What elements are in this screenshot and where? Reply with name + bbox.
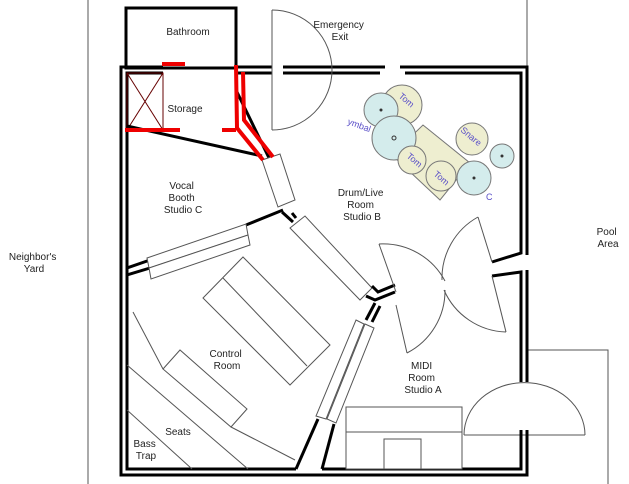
tom-3 <box>425 160 457 192</box>
drum-room-label: Drum/Live Room Studio B <box>338 188 386 223</box>
red-markup <box>125 62 275 162</box>
bass-trap-label: Bass Trap <box>133 439 158 462</box>
pool-area-label: Pool Area <box>597 227 620 250</box>
cymbal-c-label: C <box>486 192 493 202</box>
storage-label: Storage <box>167 104 202 115</box>
seats-and-bass-trap <box>126 364 249 470</box>
emergency-exit-label: Emergency Exit <box>313 20 366 43</box>
bathroom-label: Bathroom <box>166 27 209 38</box>
pool-fence <box>527 349 609 484</box>
seats-label: Seats <box>165 427 191 438</box>
tom-2 <box>397 145 427 175</box>
bathroom-walls <box>124 6 238 70</box>
pool-door[interactable] <box>463 382 586 475</box>
control-room-label: Control Room <box>209 349 244 372</box>
drum-room-door-left[interactable] <box>378 243 446 354</box>
midi-room-label: MIDI Room Studio A <box>404 361 442 396</box>
booth-window <box>146 223 251 280</box>
mixing-console <box>202 256 331 386</box>
drum-kit: Tom ymbal Tom Tom Snare C <box>346 84 515 202</box>
midi-desk <box>345 406 463 470</box>
emergency-exit-door[interactable] <box>271 9 333 131</box>
drum-room-door-right[interactable] <box>441 216 507 333</box>
producer-desk <box>132 311 296 461</box>
vocal-booth-label: Vocal Booth Studio C <box>164 181 202 216</box>
booth-door-panel <box>261 153 296 208</box>
storage-box <box>126 72 164 131</box>
control-window <box>280 210 396 470</box>
snare <box>455 122 489 156</box>
neighbors-yard-label: Neighbor's Yard <box>9 252 59 275</box>
